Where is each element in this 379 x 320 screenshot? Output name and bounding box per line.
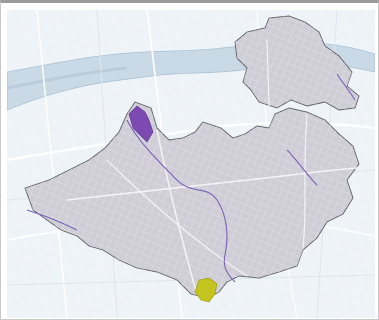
- north-district-street-grid: [235, 16, 359, 110]
- map-viewport[interactable]: [7, 10, 375, 318]
- highlight-zone-yellow[interactable]: [194, 277, 218, 303]
- map-canvas[interactable]: [7, 10, 375, 318]
- district-roads: [66, 39, 358, 296]
- streams: [26, 73, 356, 283]
- river-channel: [7, 66, 128, 90]
- main-district-street-grid: [25, 102, 359, 298]
- highlight-zone-purple[interactable]: [128, 105, 154, 143]
